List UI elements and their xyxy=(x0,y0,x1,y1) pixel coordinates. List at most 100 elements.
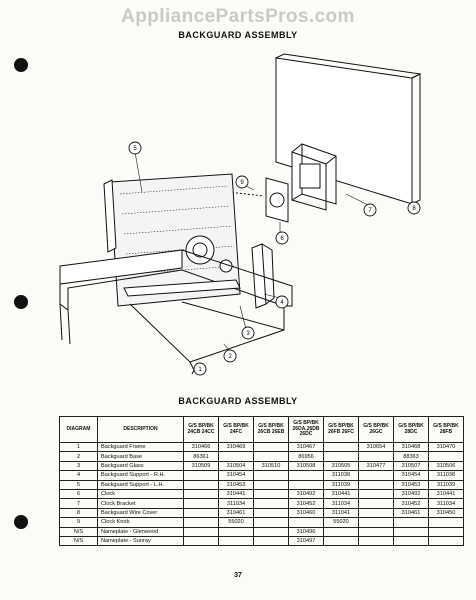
part-number-cell: 310504 xyxy=(218,460,254,472)
part-number-cell: 310497 xyxy=(288,535,324,547)
callout-6: 6 xyxy=(275,231,289,245)
callout-3: 3 xyxy=(241,326,255,340)
diagram-number-cell: 5 xyxy=(59,479,98,490)
part-number-cell: 310441 xyxy=(218,488,254,500)
part-number-cell: 310506 xyxy=(428,460,464,472)
callout-4: 4 xyxy=(275,295,289,309)
diagram-number-cell: 8 xyxy=(59,507,98,519)
part-number-cell xyxy=(358,451,394,462)
binder-hole-middle xyxy=(14,295,28,309)
part-number-cell: 310508 xyxy=(288,460,324,472)
part-number-cell xyxy=(183,535,219,547)
svg-text:4: 4 xyxy=(280,300,284,306)
part-number-cell xyxy=(288,517,324,528)
part-number-cell: 310453 xyxy=(393,479,429,490)
part-number-cell xyxy=(323,526,359,537)
callout-5: 5 xyxy=(128,141,142,155)
part-number-cell: 310468 xyxy=(393,441,429,453)
svg-text:1: 1 xyxy=(198,367,202,373)
part-number-cell xyxy=(253,488,289,500)
part-number-cell: 310441 xyxy=(428,488,464,500)
diagram-number-cell: 3 xyxy=(59,460,98,472)
part-number-cell: 311039 xyxy=(323,479,359,490)
part-number-cell: 310477 xyxy=(358,460,394,472)
watermark: AppliancePartsPros.com xyxy=(121,6,355,27)
part-number-cell xyxy=(183,479,219,490)
part-number-cell: 310461 xyxy=(218,507,254,519)
svg-text:9: 9 xyxy=(240,180,244,186)
column-header: G/S BP/BK 24CB 24CC xyxy=(183,416,219,443)
diagram-number-cell: 2 xyxy=(59,451,98,462)
svg-text:6: 6 xyxy=(280,236,284,242)
description-cell: Nameplate - Glenwood xyxy=(97,526,184,537)
diagram-number-cell: N/S xyxy=(59,526,98,537)
svg-text:7: 7 xyxy=(368,208,372,214)
part-number-cell xyxy=(358,526,394,537)
table-title: BACKGUARD ASSEMBLY xyxy=(178,396,298,406)
part-number-cell xyxy=(218,535,254,547)
table-header-row: DIAGRAM DESCRIPTION G/S BP/BK 24CB 24CC … xyxy=(59,416,464,443)
part-number-cell xyxy=(253,441,289,453)
part-number-cell: 86956 xyxy=(288,451,324,462)
part-number-cell: 310654 xyxy=(358,441,394,453)
part-number-cell xyxy=(358,535,394,547)
part-number-cell: 310450 xyxy=(428,507,464,519)
column-header: G/S BP/BK 26FB 26FC xyxy=(323,416,359,443)
part-number-cell xyxy=(323,535,359,547)
page-number: 37 xyxy=(234,572,242,579)
part-number-cell xyxy=(183,470,219,481)
part-number-cell: 55020 xyxy=(218,517,254,528)
binder-hole-bottom xyxy=(14,515,28,529)
column-header: G/S BP/BK 28FB xyxy=(428,416,464,443)
part-number-cell: 310454 xyxy=(393,470,429,481)
backguard-wire-cover xyxy=(123,279,241,297)
description-cell: Backguard Support - L.H. xyxy=(97,479,184,490)
description-cell: Clock Knob xyxy=(97,517,184,528)
part-number-cell xyxy=(428,517,464,528)
part-number-cell xyxy=(253,451,289,462)
description-cell: Nameplate - Sunray xyxy=(97,535,184,547)
description-cell: Backguard Glass xyxy=(97,460,184,472)
part-number-cell xyxy=(393,526,429,537)
part-number-cell xyxy=(253,507,289,519)
part-number-cell xyxy=(358,470,394,481)
part-number-cell: 310492 xyxy=(393,488,429,500)
part-number-cell: 310469 xyxy=(218,441,254,453)
part-number-cell xyxy=(428,535,464,547)
callout-2: 2 xyxy=(223,349,237,363)
description-cell: Clock Bracket xyxy=(97,498,184,509)
part-number-cell xyxy=(183,498,219,509)
diagram-number-cell: 9 xyxy=(59,517,98,528)
part-number-cell xyxy=(253,479,289,490)
part-number-cell xyxy=(253,535,289,547)
description-cell: Backguard Base xyxy=(97,451,184,462)
column-header: G/S BP/BK 28DC xyxy=(393,416,429,443)
diagram-number-cell: 7 xyxy=(59,498,98,509)
part-number-cell xyxy=(288,470,324,481)
part-number-cell xyxy=(218,451,254,462)
part-number-cell: 310441 xyxy=(323,488,359,500)
part-number-cell: 310460 xyxy=(288,507,324,519)
diagram-number-cell: 4 xyxy=(59,470,98,481)
part-number-cell: 86361 xyxy=(183,451,219,462)
diagram-number-cell: N/S xyxy=(59,535,98,547)
part-number-cell xyxy=(393,535,429,547)
svg-text:5: 5 xyxy=(133,146,137,152)
part-number-cell xyxy=(358,479,394,490)
part-number-cell xyxy=(288,479,324,490)
callout-9: 9 xyxy=(235,175,249,189)
part-number-cell: 311034 xyxy=(428,498,464,509)
binder-hole-top xyxy=(14,58,28,72)
svg-text:2: 2 xyxy=(228,354,232,360)
description-cell: Backguard Frame xyxy=(97,441,184,453)
